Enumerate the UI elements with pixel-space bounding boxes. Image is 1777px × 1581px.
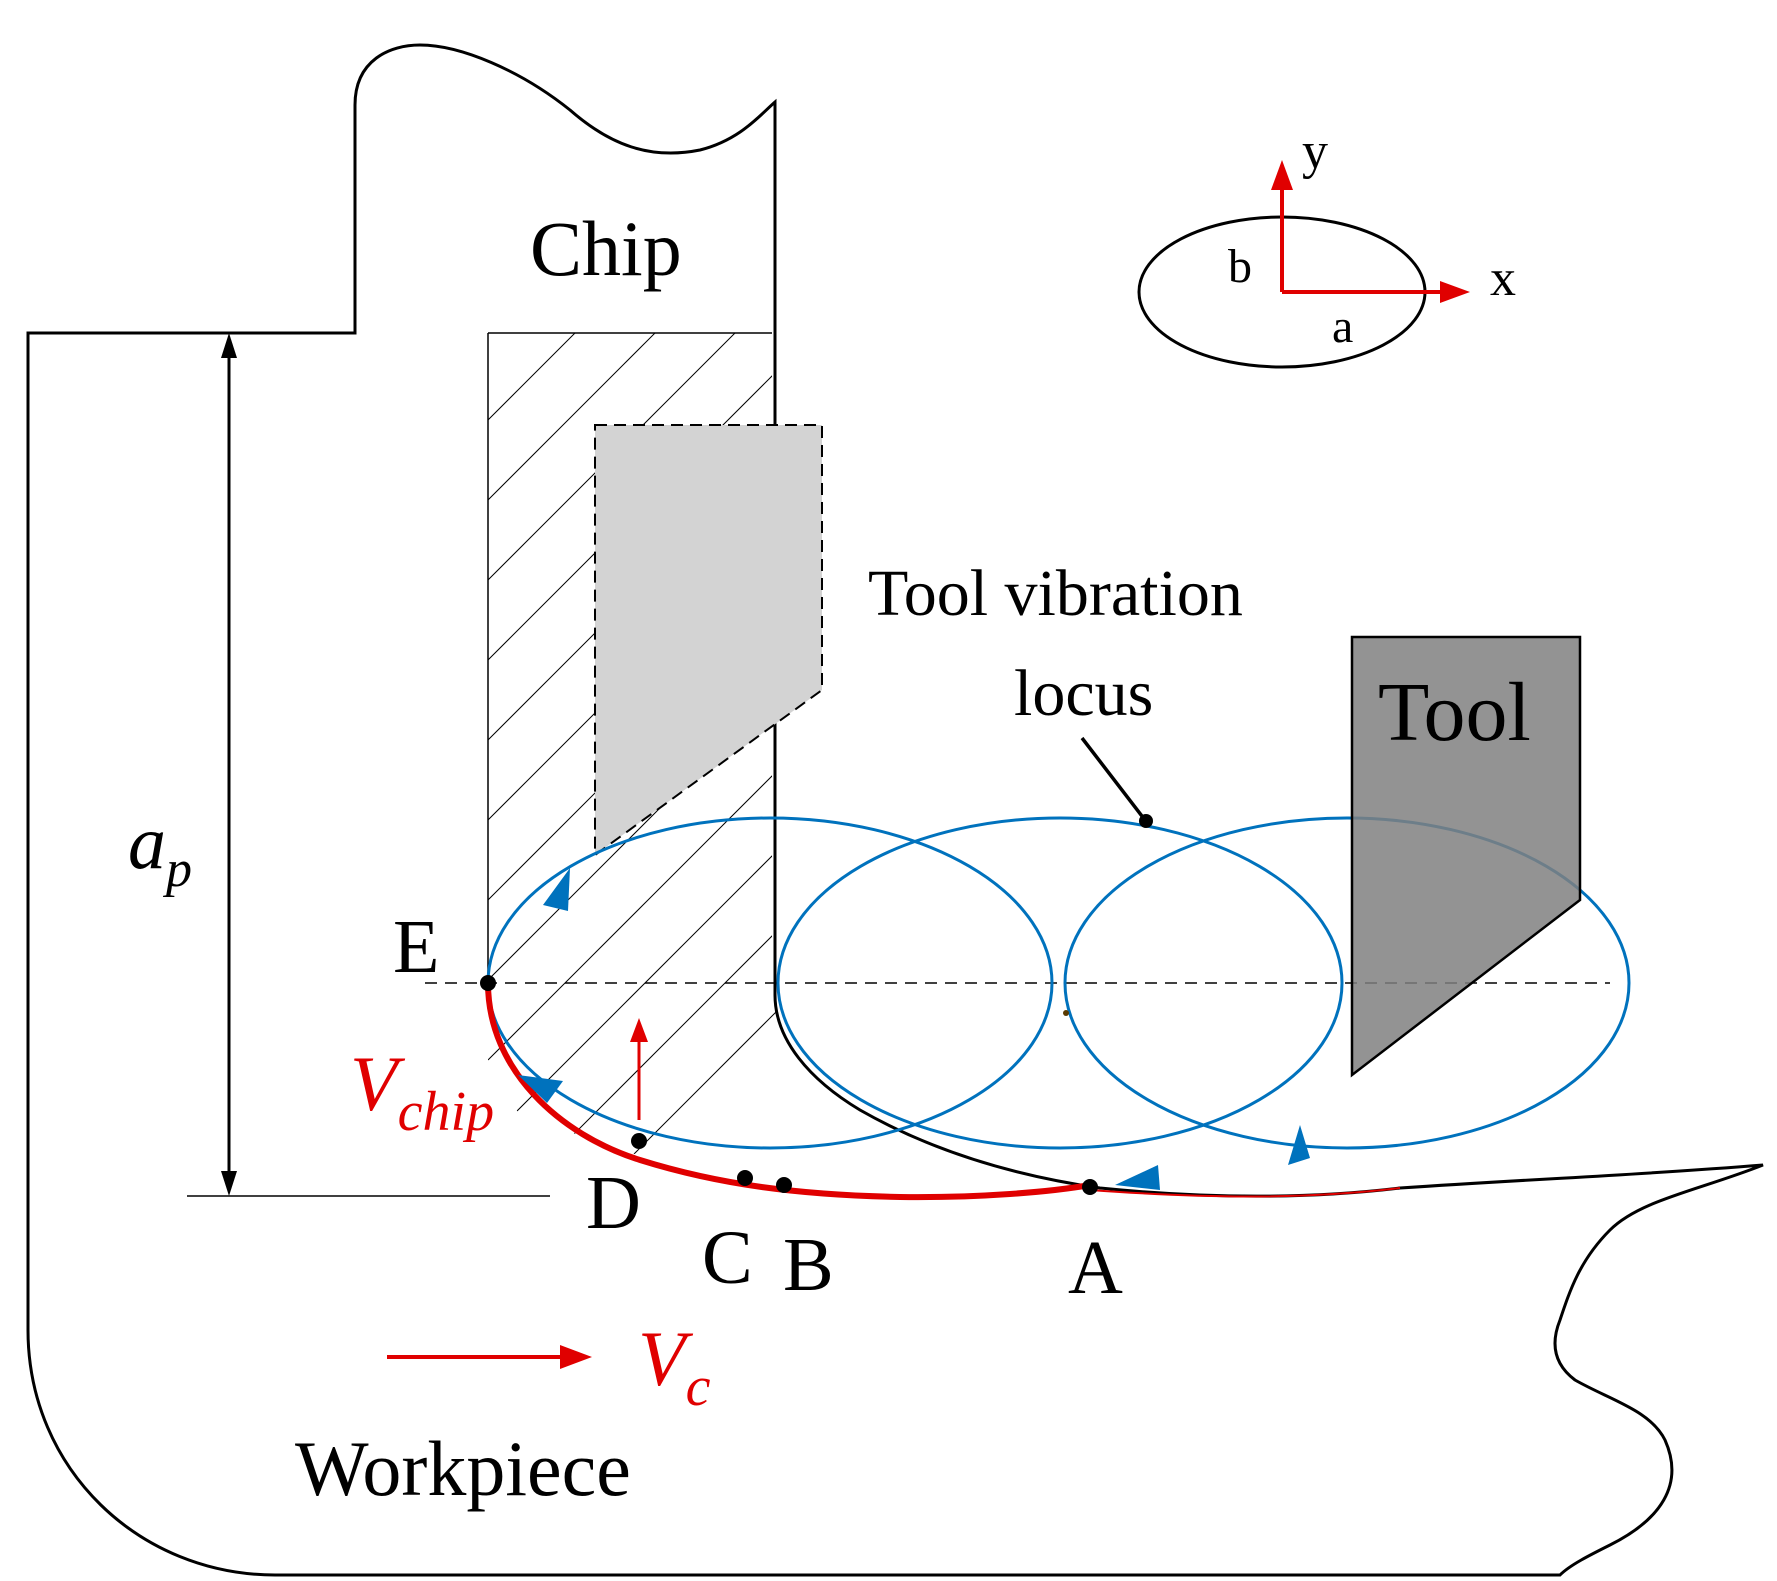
locus-label-line1: Tool vibration — [868, 557, 1243, 630]
cutting-trajectory — [485, 982, 1091, 1201]
depth-arrowhead-bottom — [221, 1171, 237, 1196]
locus-direction-arrow-2 — [518, 1075, 563, 1103]
point-c-label: C — [702, 1216, 753, 1300]
cutting-velocity-arrowhead — [560, 1345, 592, 1369]
point-e-label: E — [393, 905, 439, 989]
ghost-tool-position — [594, 424, 823, 857]
inset-y-arrowhead — [1271, 160, 1293, 190]
inset-semi-a-label: a — [1332, 300, 1353, 353]
workpiece-outline — [26, 43, 1764, 1577]
cutting-tool — [1350, 635, 1582, 1078]
locus-direction-arrow-1 — [543, 868, 570, 911]
point-c-marker — [737, 1170, 753, 1186]
inset-x-arrowhead — [1440, 281, 1470, 303]
point-d-marker — [631, 1133, 647, 1149]
inset-semi-b-label: b — [1228, 240, 1252, 293]
depth-arrowhead-top — [221, 333, 237, 358]
vibration-locus-ellipse-2 — [776, 816, 1344, 1150]
chip-velocity-label: Vchip — [350, 1040, 494, 1143]
inset-x-label: x — [1490, 250, 1516, 307]
chip-label: Chip — [530, 205, 682, 292]
surface-trace-red — [1089, 1187, 1401, 1198]
point-d-label: D — [586, 1161, 641, 1245]
tool-label: Tool — [1378, 666, 1531, 759]
workpiece-label: Workpiece — [295, 1425, 631, 1512]
center-dot — [1063, 1010, 1069, 1016]
locus-leader-line — [1080, 736, 1147, 822]
depth-of-cut-label: ap — [128, 801, 192, 898]
inset-y-label: y — [1302, 123, 1328, 180]
vertical-velocity-arrowhead — [630, 1018, 648, 1042]
point-a-label: A — [1068, 1226, 1123, 1310]
locus-leader-dot — [1139, 814, 1153, 828]
locus-direction-arrow-3 — [1288, 1125, 1310, 1165]
point-b-label: B — [783, 1223, 834, 1307]
point-b-marker — [776, 1177, 792, 1193]
locus-direction-arrow-4 — [1115, 1165, 1160, 1190]
point-e-marker — [480, 975, 496, 991]
vibration-locus-ellipse-3 — [1063, 816, 1631, 1150]
point-a-marker — [1082, 1179, 1098, 1195]
cutting-velocity-label: Vc — [638, 1315, 711, 1418]
locus-label-line2: locus — [1014, 657, 1153, 730]
